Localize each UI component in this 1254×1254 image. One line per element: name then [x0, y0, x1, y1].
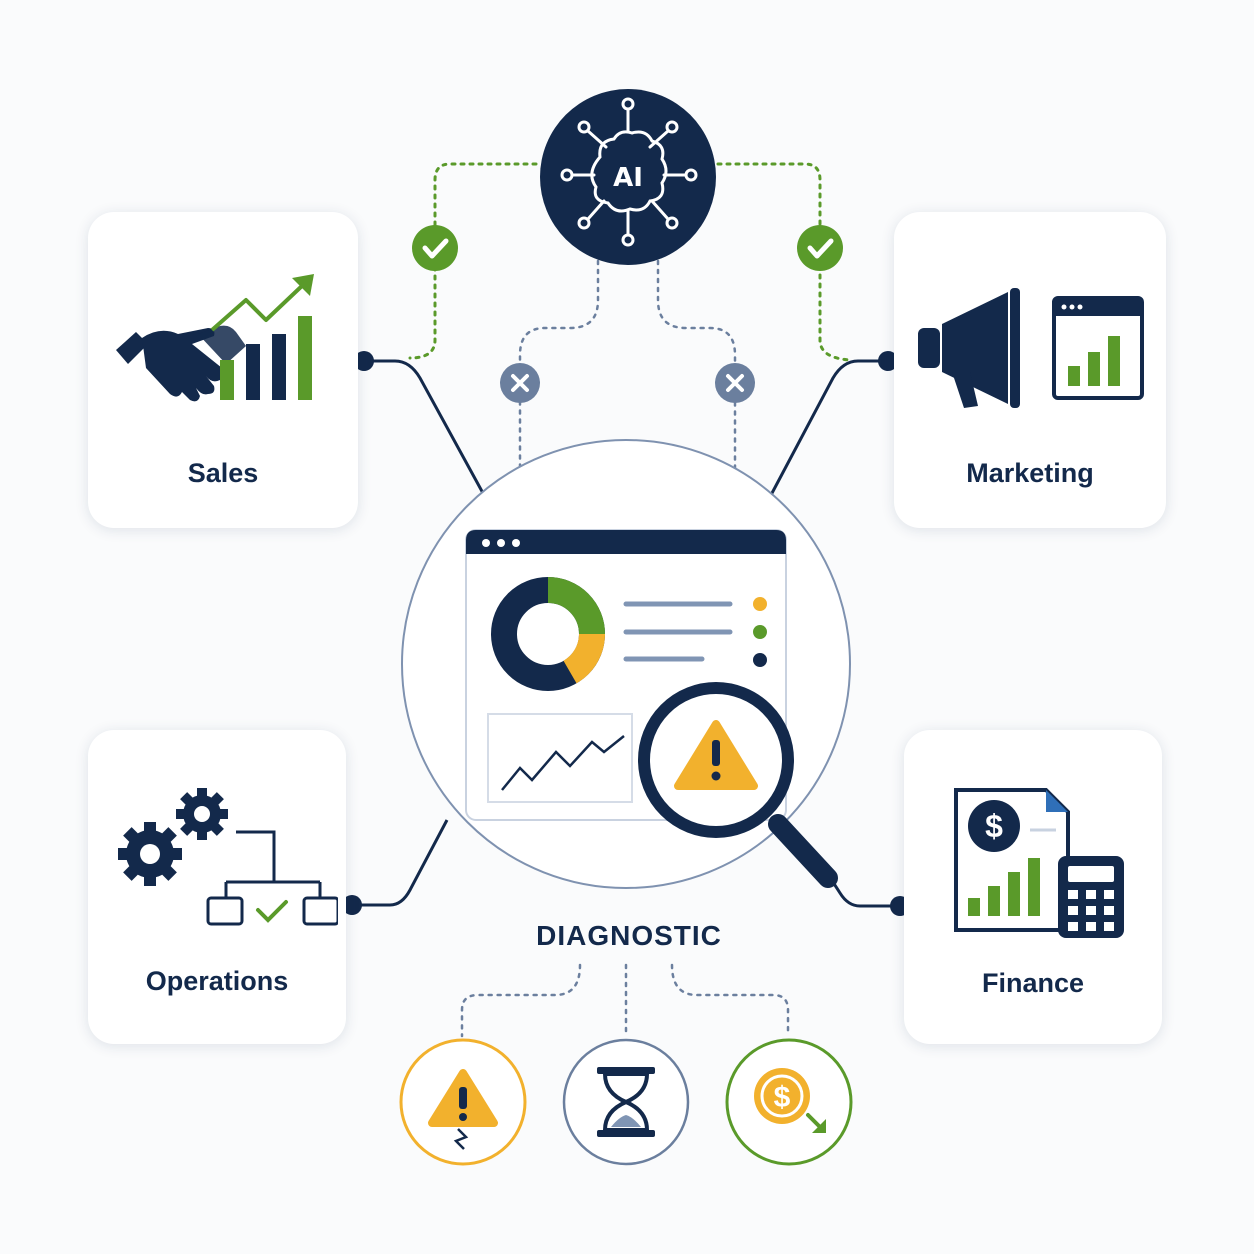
cost-dollar-sign: $: [774, 1081, 791, 1114]
ai-to-marketing-link: [716, 162, 852, 362]
growth-chart-icon: [210, 274, 314, 400]
ai-badge-text: AI: [613, 163, 643, 193]
operations-label: Operations: [145, 966, 289, 996]
sales-illustration: [116, 274, 314, 402]
operations-connector: [352, 819, 449, 907]
warning-icon: [428, 1069, 498, 1150]
outcome-time: [562, 1038, 690, 1166]
ai-hub: AI: [540, 89, 716, 265]
marketing-illustration: [918, 288, 1144, 408]
sales-connector-dot: [354, 351, 374, 371]
calculator-icon: [1058, 856, 1124, 938]
check-icon: [797, 225, 843, 271]
ai-brain-icon: [560, 97, 698, 247]
invoice-dollar-sign: $: [985, 808, 1003, 844]
magnifier-icon: [638, 682, 838, 888]
ai-to-sales-link: [408, 162, 538, 360]
hourglass-icon: [597, 1067, 655, 1137]
invoice-icon: $: [954, 788, 1070, 932]
outcome-cost: $: [725, 1038, 853, 1166]
marketing-connector: [769, 359, 888, 496]
marketing-connector-dot: [878, 351, 898, 371]
sales-label: Sales: [187, 458, 259, 488]
outcome-risk: [399, 1038, 527, 1166]
marketing-label: Marketing: [966, 458, 1094, 488]
sales-connector: [364, 359, 486, 496]
check-icon: [412, 225, 458, 271]
finance-connector: [818, 861, 900, 908]
dollar-decline-icon: $: [754, 1068, 826, 1133]
gears-icon: [118, 788, 228, 886]
ai-to-center-right-link: [656, 250, 737, 472]
warning-icon: [674, 720, 758, 790]
x-icon: [715, 363, 755, 403]
x-icon: [500, 363, 540, 403]
diag-to-risk-link: [460, 963, 582, 1038]
operations-connector-dot: [342, 895, 362, 915]
flowchart-icon: [206, 830, 338, 926]
diagnostic-hub: [401, 439, 851, 889]
diag-to-cost-link: [670, 963, 790, 1038]
operations-illustration: [118, 788, 338, 926]
handshake-icon: [116, 325, 246, 402]
finance-illustration: $: [954, 788, 1124, 938]
marketing-card[interactable]: Marketing: [894, 212, 1166, 528]
operations-card[interactable]: Operations: [88, 730, 346, 1044]
finance-label: Finance: [981, 968, 1085, 998]
sales-card[interactable]: Sales: [88, 212, 358, 528]
finance-card[interactable]: $ Finance: [904, 730, 1162, 1044]
diagnostic-label: DIAGNOSTIC: [536, 920, 722, 951]
browser-chart-icon: [1052, 296, 1144, 400]
megaphone-icon: [918, 288, 1020, 408]
